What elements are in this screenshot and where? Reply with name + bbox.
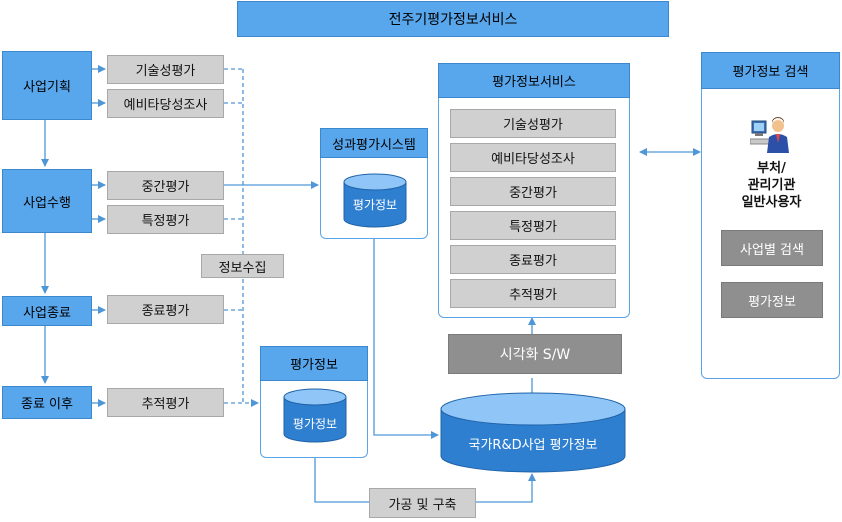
service-title: 평가정보서비스	[438, 63, 630, 98]
eval-specific: 특정평가	[107, 205, 224, 234]
eval-info-panel: 평가정보 평가정보	[260, 346, 368, 458]
user-type-line: 부처/	[757, 161, 786, 176]
stage-completion: 사업종료	[2, 296, 92, 326]
performance-db-label: 평가정보	[352, 197, 398, 212]
user-computer-icon	[750, 117, 789, 153]
processing-box: 가공 및 구축	[369, 488, 476, 518]
visualization-box: 시각화 S/W	[448, 334, 622, 374]
stage-post-completion: 종료 이후	[2, 386, 92, 419]
search-panel: 평가정보 검색 부처/ 관리기관 일반사용자 사업별 검색 평가정보	[701, 52, 840, 379]
eval-followup: 추적평가	[107, 388, 224, 417]
stage-planning: 사업기획	[2, 51, 92, 120]
service-item: 특정평가	[450, 211, 616, 240]
user-type-line: 일반사용자	[741, 195, 802, 210]
service-item: 중간평가	[450, 177, 616, 206]
stage-execution: 사업수행	[2, 169, 92, 233]
eval-tech: 기술성평가	[107, 55, 224, 84]
search-title: 평가정보 검색	[701, 52, 840, 89]
service-item: 추적평가	[450, 279, 616, 308]
performance-system-title: 성과평가시스템	[320, 128, 428, 158]
eval-info-title: 평가정보	[260, 346, 368, 381]
eval-info-button[interactable]: 평가정보	[721, 282, 823, 318]
search-by-project-button[interactable]: 사업별 검색	[721, 230, 823, 266]
eval-final: 종료평가	[107, 295, 224, 324]
eval-info-db-label: 평가정보	[292, 416, 338, 431]
user-type-line: 관리기관	[747, 178, 796, 193]
performance-system-panel: 성과평가시스템 평가정보	[320, 128, 428, 239]
service-item: 예비타당성조사	[450, 143, 616, 172]
eval-interim: 중간평가	[107, 171, 224, 200]
info-collect-label: 정보수집	[201, 254, 284, 278]
service-item: 종료평가	[450, 245, 616, 274]
service-item: 기술성평가	[450, 109, 616, 138]
eval-feasibility: 예비타당성조사	[107, 89, 224, 118]
page-title: 전주기평가정보서비스	[237, 1, 669, 37]
national-db-icon	[440, 392, 626, 473]
performance-db-icon	[343, 173, 407, 228]
service-panel: 평가정보서비스 기술성평가 예비타당성조사 중간평가 특정평가 종료평가 추적평…	[438, 63, 630, 318]
eval-info-db-icon	[283, 388, 347, 443]
national-db-label: 국가R&D사업 평가정보	[468, 437, 598, 453]
